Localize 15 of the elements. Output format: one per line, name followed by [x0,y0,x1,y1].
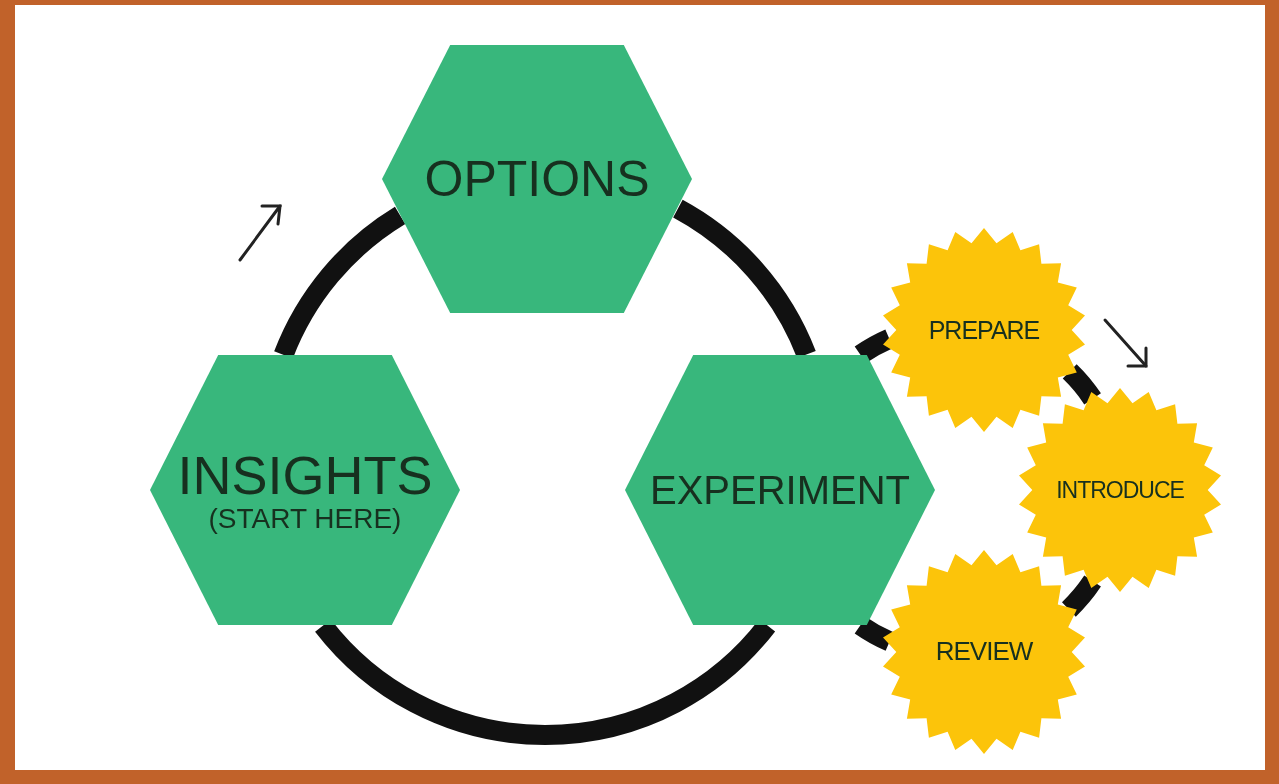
starburst-node [882,550,1086,754]
node-title: EXPERIMENT [649,469,910,511]
connector-arc [1062,364,1101,405]
node-title: INSIGHTS [177,446,433,504]
node-title: OPTIONS [424,152,650,206]
connector-arc [1061,575,1101,617]
starburst-node [882,228,1086,432]
hexagon-node [150,355,460,625]
starburst-node [1018,388,1222,592]
node-subtitle: (START HERE) [208,503,402,534]
node-title: PREPARE [928,316,1040,344]
hexagon-node [382,45,692,313]
hexagon-node [625,355,935,625]
node-title: INTRODUCE [1056,477,1184,503]
node-title: REVIEW [935,638,1033,666]
